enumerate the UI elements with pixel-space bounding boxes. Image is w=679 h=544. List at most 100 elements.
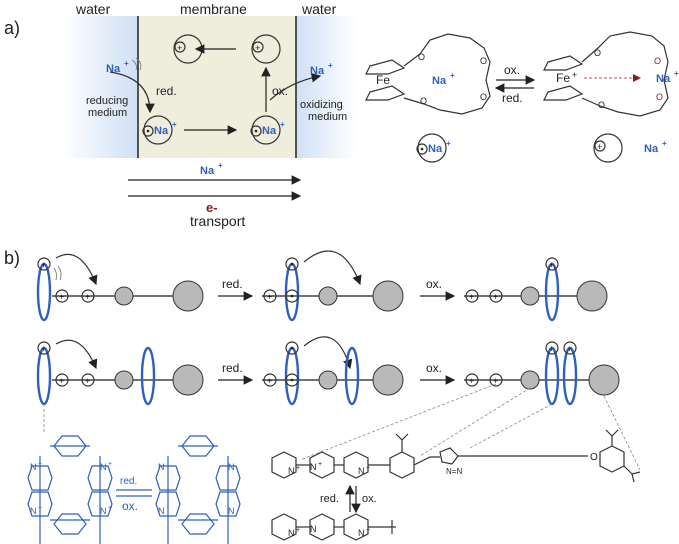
cyclophane-oxidized: N+ N+ N+ N+ bbox=[27, 435, 113, 544]
svg-text:N: N bbox=[288, 466, 295, 476]
svg-text:+: + bbox=[267, 292, 272, 302]
na-exit: Na bbox=[310, 65, 325, 77]
svg-text:red.: red. bbox=[320, 493, 339, 505]
svg-text:+: + bbox=[662, 139, 667, 148]
svg-text:+: + bbox=[177, 43, 182, 53]
oxidizing-medium: oxidizing bbox=[300, 99, 343, 111]
fe-label-right: Fe bbox=[556, 71, 570, 85]
carrier-bottom-right: Na + bbox=[250, 115, 285, 145]
svg-text:+: + bbox=[549, 344, 554, 354]
svg-text:+: + bbox=[446, 139, 451, 148]
svg-text:red.: red. bbox=[222, 361, 243, 375]
svg-text:O: O bbox=[480, 92, 487, 102]
svg-text:+: + bbox=[328, 61, 333, 70]
na-complexed: Na bbox=[432, 75, 447, 87]
svg-text:ox.: ox. bbox=[426, 361, 442, 375]
axle-structure: N+ N+ N+ N=N O red. ox. N+ N N+ bbox=[271, 429, 641, 541]
panel-a-label: a) bbox=[4, 18, 20, 38]
svg-text:+: + bbox=[41, 260, 46, 270]
svg-text:O: O bbox=[590, 452, 598, 463]
cyclophane-reduced: N N N N bbox=[155, 435, 241, 544]
svg-text:N: N bbox=[358, 466, 365, 476]
svg-text:ox.: ox. bbox=[504, 63, 520, 77]
svg-text:+: + bbox=[469, 376, 474, 386]
svg-text:+: + bbox=[108, 505, 112, 512]
svg-text:+: + bbox=[172, 120, 177, 129]
membrane-scheme: water membrane water + + Na + Na + bbox=[62, 1, 356, 229]
svg-text:+: + bbox=[549, 260, 554, 270]
svg-text:+: + bbox=[493, 376, 498, 386]
svg-text:N: N bbox=[288, 528, 295, 538]
na-transport: Na bbox=[200, 165, 215, 177]
svg-text:Na: Na bbox=[428, 143, 443, 155]
svg-text:N: N bbox=[100, 506, 107, 516]
water-left-label: water bbox=[75, 1, 111, 17]
svg-text:+: + bbox=[296, 465, 300, 472]
svg-text:N=N: N=N bbox=[446, 467, 462, 476]
carrier-bottom-left: Na + bbox=[142, 115, 177, 145]
svg-text:+: + bbox=[38, 505, 42, 512]
ferrocenium-crown-oxidized: Fe + O O O O Na + bbox=[543, 31, 679, 117]
svg-text:+: + bbox=[108, 461, 112, 468]
svg-text:N: N bbox=[30, 506, 37, 516]
svg-text:O: O bbox=[480, 56, 487, 66]
svg-text:N: N bbox=[310, 462, 317, 472]
svg-text:+: + bbox=[366, 465, 370, 472]
svg-text:medium: medium bbox=[88, 107, 127, 119]
svg-text:O: O bbox=[420, 96, 427, 106]
water-right-label: water bbox=[301, 1, 337, 17]
panel-b-label: b) bbox=[4, 248, 20, 268]
svg-text:+: + bbox=[218, 161, 223, 170]
svg-text:red.: red. bbox=[502, 91, 523, 105]
transport-label: transport bbox=[190, 213, 245, 229]
svg-text:+: + bbox=[255, 43, 260, 53]
svg-text:+: + bbox=[366, 527, 370, 534]
red-label-a: red. bbox=[156, 84, 177, 98]
svg-text:ox.: ox. bbox=[362, 493, 377, 505]
svg-text:+: + bbox=[450, 71, 455, 80]
svg-text:N: N bbox=[228, 506, 235, 516]
svg-text:ox.: ox. bbox=[122, 499, 138, 513]
svg-text:Na: Na bbox=[262, 125, 277, 137]
ox-label-a: ox. bbox=[272, 84, 288, 98]
svg-text:+: + bbox=[597, 142, 602, 152]
svg-text:+: + bbox=[318, 461, 322, 468]
svg-text:+: + bbox=[493, 292, 498, 302]
svg-text:O: O bbox=[418, 52, 425, 62]
membrane-label: membrane bbox=[180, 1, 247, 17]
fe-label-left: Fe bbox=[376, 73, 390, 87]
svg-text:+: + bbox=[674, 69, 679, 78]
svg-text:+: + bbox=[280, 120, 285, 129]
na-released: Na bbox=[656, 73, 671, 85]
svg-text:+: + bbox=[38, 461, 42, 468]
cyclophane-redox-arrows: red. ox. bbox=[116, 476, 152, 513]
svg-text:medium: medium bbox=[308, 111, 347, 123]
svg-text:+: + bbox=[85, 376, 90, 386]
electron-label: e- bbox=[206, 200, 218, 215]
svg-text:Na: Na bbox=[154, 125, 169, 137]
svg-text:O: O bbox=[656, 92, 663, 102]
svg-text:+: + bbox=[124, 59, 129, 68]
svg-text:+: + bbox=[296, 527, 300, 534]
pump-row-1: + + + red. + ox. + + + bbox=[36, 250, 608, 322]
svg-text:N: N bbox=[30, 462, 37, 472]
ferrocene-crown-reduced: Fe O O O O Na + bbox=[365, 33, 491, 115]
svg-text:O: O bbox=[594, 48, 601, 58]
svg-text:+: + bbox=[469, 292, 474, 302]
reducing-medium: reducing bbox=[86, 95, 128, 107]
svg-text:+: + bbox=[267, 376, 272, 386]
legend-reduced-carrier: Na + bbox=[416, 133, 451, 163]
svg-text:O: O bbox=[598, 100, 605, 110]
svg-text:Na: Na bbox=[644, 143, 659, 155]
svg-text:N: N bbox=[158, 462, 165, 472]
svg-text:+: + bbox=[41, 344, 46, 354]
svg-text:red.: red. bbox=[222, 277, 243, 291]
legend-oxidized-carrier: + Na + bbox=[593, 133, 667, 163]
svg-text:+: + bbox=[572, 70, 577, 80]
svg-text:+: + bbox=[567, 344, 572, 354]
carrier-top-right: + bbox=[251, 34, 281, 64]
svg-text:N: N bbox=[358, 528, 365, 538]
svg-text:N: N bbox=[158, 506, 165, 516]
redox-equilibrium-arrows: ox. red. bbox=[494, 63, 536, 105]
svg-text:ox.: ox. bbox=[426, 277, 442, 291]
